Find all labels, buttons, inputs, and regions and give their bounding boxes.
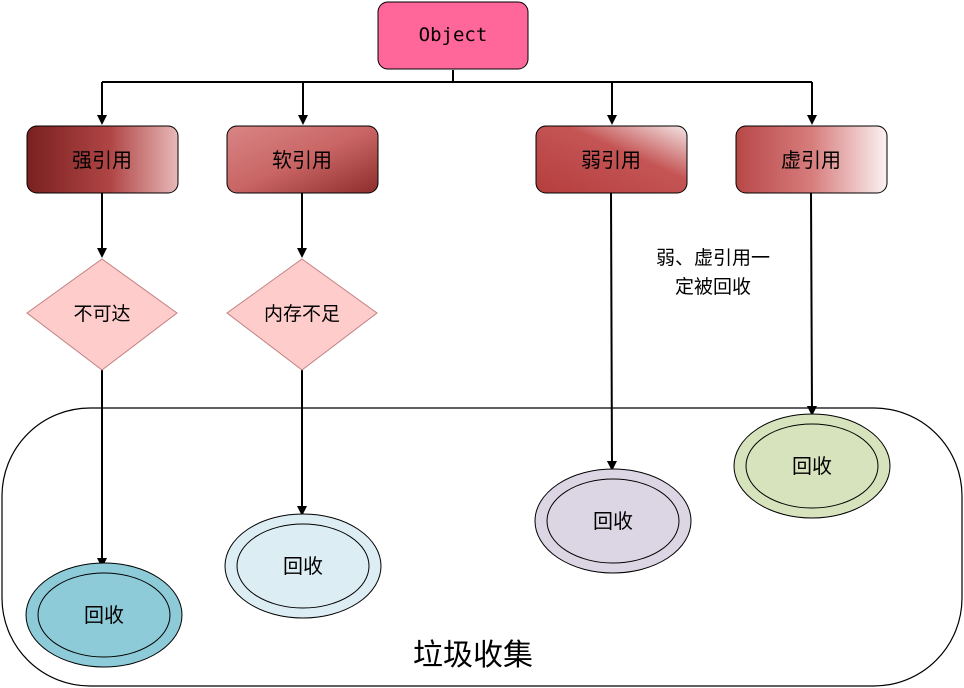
root-connectors bbox=[97, 70, 817, 125]
annotation-line-1: 弱、虚引用一 bbox=[656, 247, 770, 269]
unreachable-condition-label: 不可达 bbox=[73, 303, 130, 325]
low-memory-condition-label: 内存不足 bbox=[264, 303, 340, 325]
low-memory-condition: 内存不足 bbox=[226, 258, 378, 371]
strong-collect-node: 回收 bbox=[25, 562, 183, 668]
soft-collect-label: 回收 bbox=[283, 554, 323, 578]
gc-region-label: 垃圾收集 bbox=[413, 638, 533, 673]
soft-reference-node: 软引用 bbox=[226, 125, 379, 194]
object-node: Object bbox=[377, 1, 529, 70]
phantom-reference-label: 虚引用 bbox=[781, 148, 841, 172]
annotation-line-2: 定被回收 bbox=[675, 276, 751, 298]
gc-region bbox=[1, 407, 963, 687]
phantom-collect-label: 回收 bbox=[792, 454, 832, 478]
strong-reference-label: 强引用 bbox=[72, 148, 132, 172]
reference-connectors bbox=[97, 192, 817, 568]
soft-reference-label: 软引用 bbox=[272, 148, 332, 172]
weak-reference-label: 弱引用 bbox=[581, 148, 641, 172]
strong-collect-label: 回收 bbox=[84, 603, 124, 627]
weak-collect-node: 回收 bbox=[534, 468, 692, 574]
phantom-reference-node: 虚引用 bbox=[735, 125, 888, 194]
weak-phantom-annotation: 弱、虚引用一 定被回收 bbox=[656, 247, 770, 298]
soft-collect-node: 回收 bbox=[224, 513, 382, 619]
weak-reference-node: 弱引用 bbox=[535, 125, 688, 194]
weak-collect-label: 回收 bbox=[593, 509, 633, 533]
phantom-collect-node: 回收 bbox=[733, 413, 891, 519]
strong-reference-node: 强引用 bbox=[26, 125, 179, 194]
object-node-label: Object bbox=[419, 24, 488, 46]
unreachable-condition: 不可达 bbox=[26, 258, 178, 371]
